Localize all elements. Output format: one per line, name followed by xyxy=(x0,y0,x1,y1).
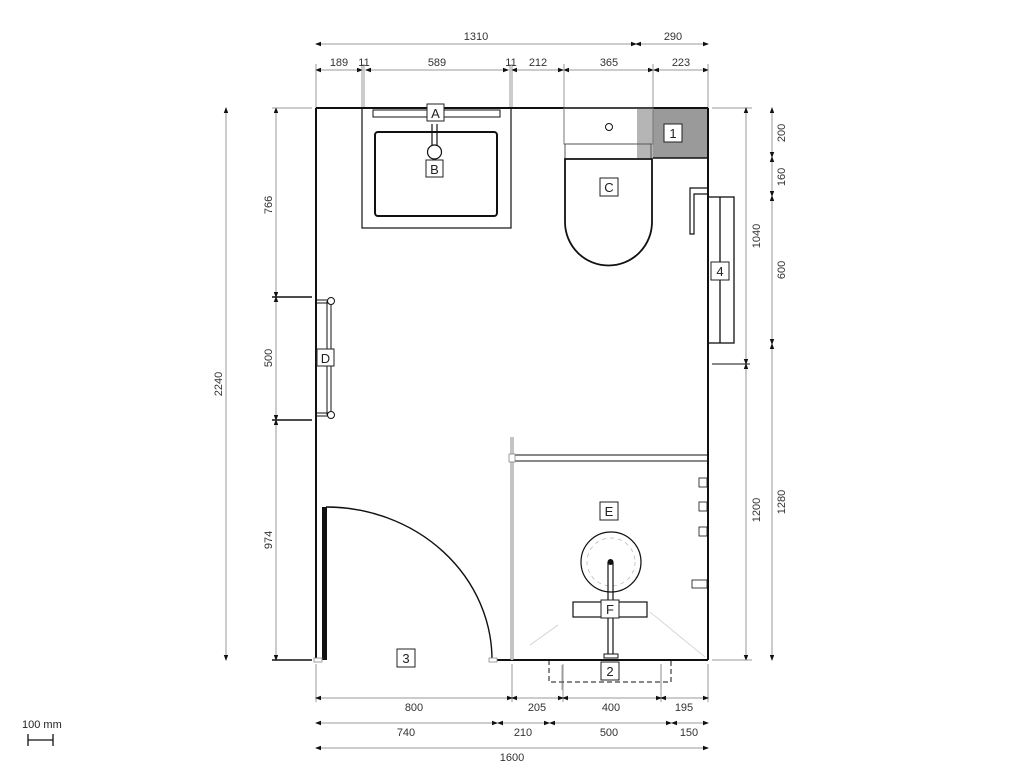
dim-bottom-500: 500 xyxy=(600,727,618,739)
scale-bar-label: 100 mm xyxy=(22,719,62,731)
tag-E: E xyxy=(599,501,619,521)
dim-bottom-205: 205 xyxy=(528,702,546,714)
left-dimension-labels: 2240 766 500 974 xyxy=(213,196,275,549)
dim-bottom-195: 195 xyxy=(675,702,693,714)
tag-B: B xyxy=(425,159,444,178)
tag-2: 2 xyxy=(600,661,620,681)
dim-bottom-800: 800 xyxy=(405,702,423,714)
svg-text:B: B xyxy=(430,162,439,177)
dim-top-212: 212 xyxy=(529,57,547,69)
dim-top-589: 589 xyxy=(428,57,446,69)
dim-right-600: 600 xyxy=(776,261,788,279)
scale-bar xyxy=(27,734,54,746)
dim-top-290: 290 xyxy=(664,31,682,43)
tag-3: 3 xyxy=(396,648,416,668)
svg-text:3: 3 xyxy=(402,651,409,666)
dim-top-1310: 1310 xyxy=(464,31,488,43)
dim-right-1200: 1200 xyxy=(751,498,763,522)
tag-F: F xyxy=(600,599,620,619)
tag-4: 4 xyxy=(710,261,730,281)
svg-text:F: F xyxy=(606,602,614,617)
toilet xyxy=(563,107,654,267)
bottom-dimension-labels: 800 205 400 195 740 210 500 150 1600 xyxy=(397,702,698,764)
right-dimensions xyxy=(712,107,775,661)
left-dimensions xyxy=(223,107,312,661)
dim-left-500: 500 xyxy=(263,349,275,367)
dim-top-11a: 11 xyxy=(358,57,369,69)
door xyxy=(313,506,498,663)
tag-1: 1 xyxy=(663,123,683,143)
svg-text:A: A xyxy=(431,106,440,121)
dim-left-766: 766 xyxy=(263,196,275,214)
dim-top-223: 223 xyxy=(672,57,690,69)
tag-A: A xyxy=(426,103,445,122)
dim-top-11b: 11 xyxy=(505,57,516,69)
dim-bottom-400: 400 xyxy=(602,702,620,714)
bottom-dimensions xyxy=(315,664,709,751)
svg-text:D: D xyxy=(321,351,330,366)
right-dimension-labels: 1040 1200 200 160 600 1280 xyxy=(751,124,788,522)
top-dimensions xyxy=(315,41,709,108)
svg-text:1: 1 xyxy=(669,126,676,141)
tag-D: D xyxy=(316,348,335,367)
dim-right-1040: 1040 xyxy=(751,224,763,248)
svg-text:4: 4 xyxy=(716,264,723,279)
shower-area xyxy=(508,437,708,690)
dim-top-189: 189 xyxy=(330,57,348,69)
dim-left-974: 974 xyxy=(263,531,275,549)
svg-text:C: C xyxy=(604,180,613,195)
dim-right-1280: 1280 xyxy=(776,490,788,514)
dim-left-2240: 2240 xyxy=(213,372,225,396)
dim-bottom-150: 150 xyxy=(680,727,698,739)
dim-bottom-210: 210 xyxy=(514,727,532,739)
tag-C: C xyxy=(599,177,619,197)
dim-right-160: 160 xyxy=(776,168,788,186)
left-dim-ticks xyxy=(272,296,312,661)
top-dimension-labels: 1310 290 189 11 589 11 212 365 223 xyxy=(330,31,690,69)
dim-right-200: 200 xyxy=(776,124,788,142)
dim-top-365: 365 xyxy=(600,57,618,69)
dim-bottom-1600: 1600 xyxy=(500,752,524,764)
svg-text:E: E xyxy=(605,504,614,519)
dim-bottom-740: 740 xyxy=(397,727,415,739)
svg-text:2: 2 xyxy=(606,664,613,679)
